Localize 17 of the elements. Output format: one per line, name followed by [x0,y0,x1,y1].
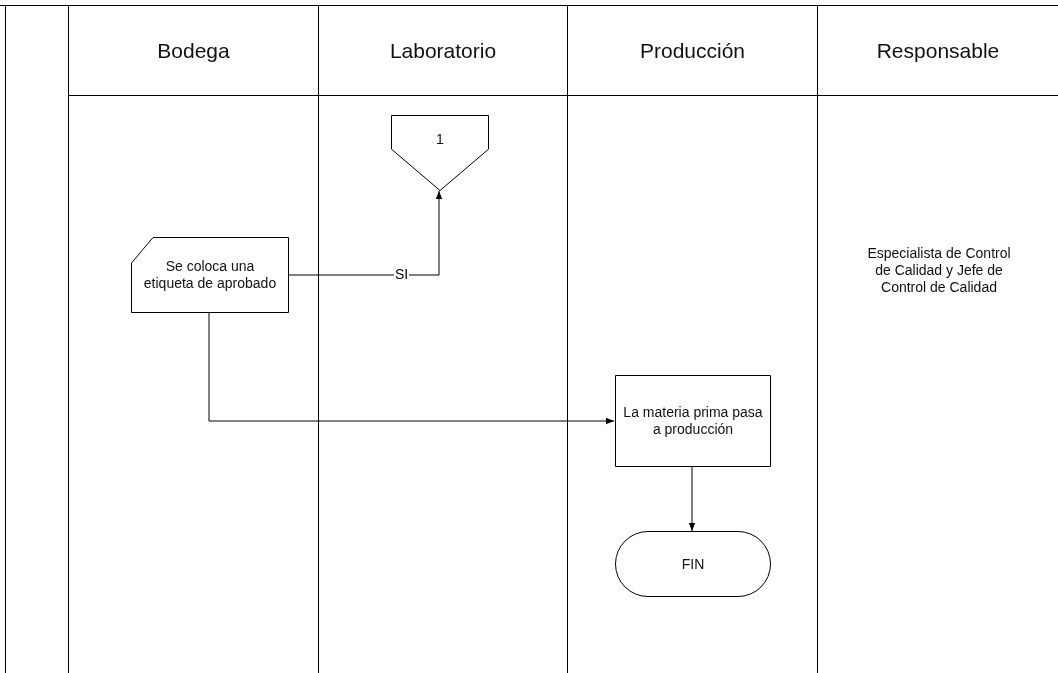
lane-title: Responsable [876,38,1000,63]
lane-title: Laboratorio [389,38,497,63]
terminator: FIN [615,531,771,597]
arrow [287,190,443,276]
off-page-connector: 1 [391,115,489,191]
lane-title: Bodega [157,38,230,63]
swimlane [817,6,1058,673]
arrow [688,466,696,532]
responsible-text: Especialista de Control de Calidad y Jefe de Control de Calidad [866,245,1012,296]
lane-title: Producción [639,38,746,63]
arrow [208,312,615,425]
process-box: La materia prima pasa a producción [615,375,771,467]
swimlane [68,6,318,673]
swimlane [567,6,817,673]
edge-label: SI [394,267,410,282]
swimlane [318,6,567,673]
manual-input-shape: Se coloca una etiqueta de aprobado [131,237,289,313]
